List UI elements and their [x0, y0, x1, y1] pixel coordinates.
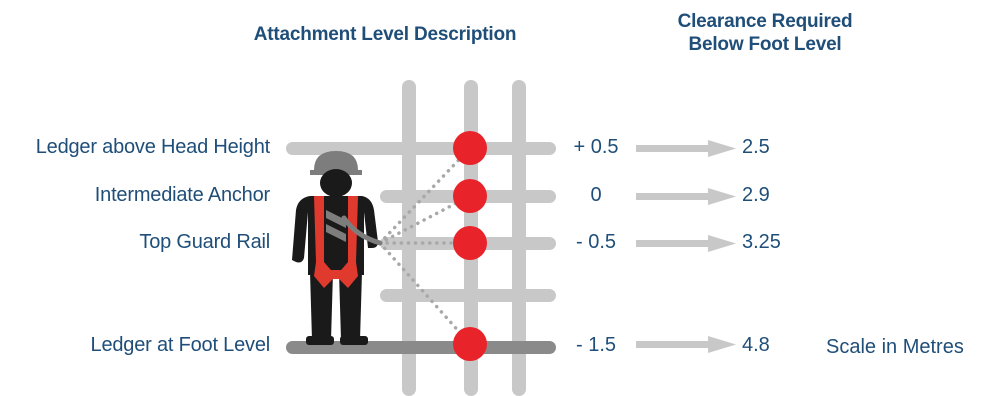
scale-note: Scale in Metres: [826, 336, 964, 358]
arrow-icon: [636, 188, 736, 205]
offset-value-guard-rail: - 0.5: [575, 231, 617, 253]
safety-harness-icon: [314, 196, 358, 288]
offset-value-intermediate: 0: [590, 184, 602, 206]
arrow-icon: [636, 140, 736, 157]
level-label-ledger-foot-level: Ledger at Foot Level: [90, 334, 271, 356]
attachment-level-header: Attachment Level Description: [253, 24, 517, 45]
worker-left-leg: [310, 272, 333, 340]
clearance-value-head: 2.5: [742, 136, 770, 158]
clearance-value-guard-rail: 3.25: [742, 231, 781, 253]
ledger-mid-rail: [380, 289, 556, 302]
offset-value-head: + 0.5: [573, 136, 619, 158]
lanyard-to-foot-anchor: [378, 241, 472, 346]
clearance-value-foot: 4.8: [742, 334, 770, 356]
anchor-points: [453, 131, 487, 361]
level-label-intermediate-anchor: Intermediate Anchor: [94, 184, 270, 206]
offset-value-foot: - 1.5: [575, 334, 617, 356]
anchor-point-intermediate: [453, 179, 487, 213]
clearance-header-line2: Below Foot Level: [688, 34, 842, 55]
hard-hat-icon: [310, 151, 362, 175]
clearance-value-intermediate: 2.9: [742, 184, 770, 206]
level-label-top-guard-rail: Top Guard Rail: [139, 231, 270, 253]
lanyard-tether: [341, 215, 383, 246]
arrow-icon: [636, 336, 736, 353]
clearance-arrows: [636, 140, 736, 353]
worker-figure: [292, 151, 383, 345]
worker-right-leg: [339, 272, 362, 340]
worker-head: [320, 169, 352, 197]
anchor-point-foot-level: [453, 327, 487, 361]
clearance-header-line1: Clearance Required: [677, 11, 853, 32]
lanyard-to-head-anchor: [378, 146, 472, 245]
level-label-ledger-above-head: Ledger above Head Height: [35, 136, 270, 158]
worker-right-boot: [340, 336, 368, 345]
ledger-head-height: [286, 142, 556, 155]
anchor-point-head-height: [453, 131, 487, 165]
worker-left-boot: [306, 336, 334, 345]
anchor-point-top-guard-rail: [453, 226, 487, 260]
clearance-required-header: Clearance Required Below Foot Level: [640, 10, 890, 56]
arrow-icon: [636, 235, 736, 252]
